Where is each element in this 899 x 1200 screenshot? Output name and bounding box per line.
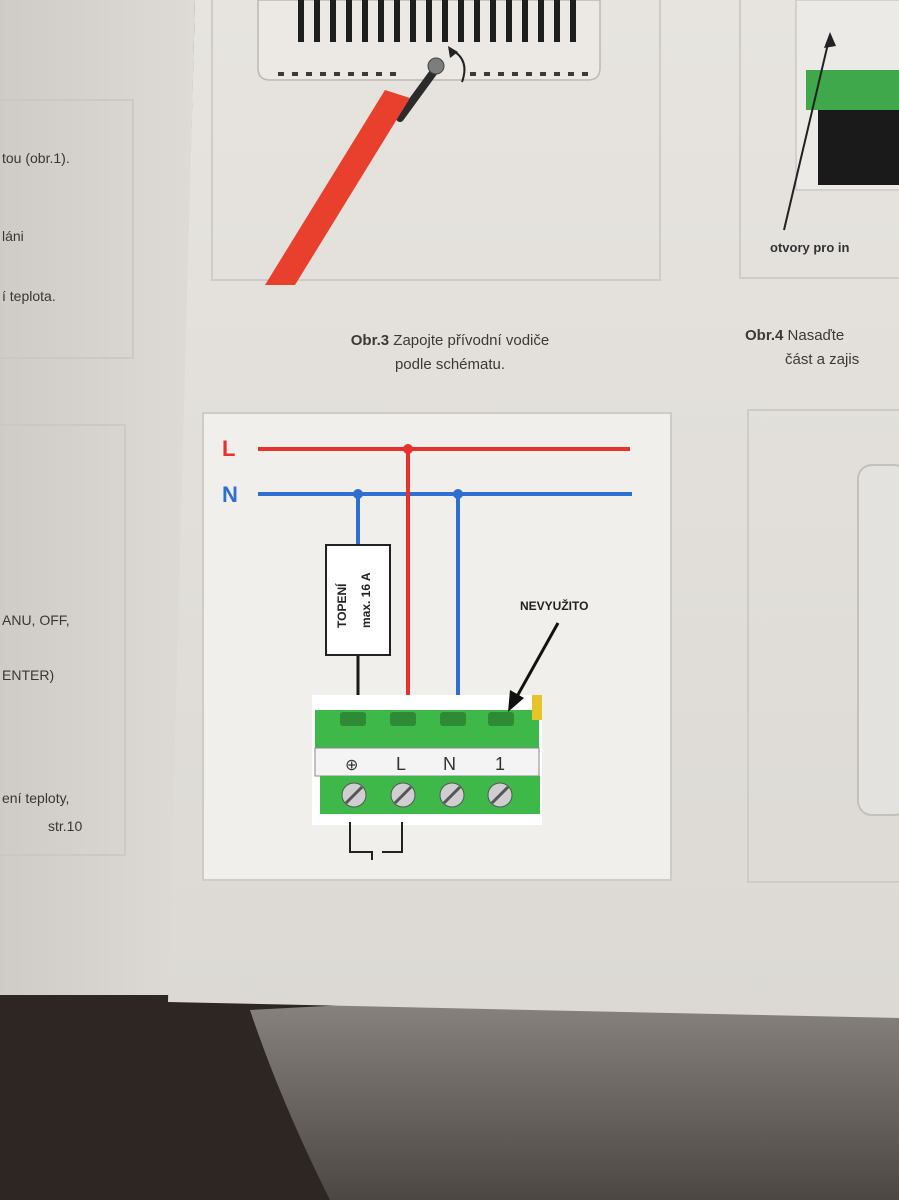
terminal-screws (341, 782, 513, 808)
terminal-label-strip (314, 747, 540, 777)
live-label: L (222, 436, 235, 461)
figure4-callout: otvory pro in (770, 240, 850, 255)
left-box-bottom (0, 424, 126, 856)
figure4-label: Obr.4 (745, 327, 784, 344)
unused-label: NEVYUŽITO (520, 598, 588, 613)
thermostat-side (857, 464, 899, 816)
neutral-label: N (222, 482, 238, 507)
device-pcb (818, 110, 899, 185)
figure-right-frame (739, 0, 899, 279)
callout-arrowhead (824, 32, 836, 48)
device-terminal-block (806, 70, 899, 110)
left-box-top (0, 99, 134, 359)
left-text-3: í teplota. (2, 288, 56, 304)
figure3-label: Obr.3 (350, 332, 390, 349)
left-text-2: láni (2, 228, 24, 244)
sensor-loop (349, 822, 403, 860)
terminal-label-n: N (443, 754, 456, 774)
wiring-diagram: L N TOPENÍ max. 16 A NEVYUŽITO ⊕ L N 1 (222, 436, 632, 860)
unused-arrowhead (508, 690, 524, 712)
figure3-caption-line1: Zapojte přívodní vodiče (393, 332, 550, 349)
left-text-7: str.10 (48, 818, 83, 834)
terminal-clamps (340, 712, 514, 726)
screw-head (427, 57, 445, 75)
figure3-caption-line2: podle schématu. (394, 356, 506, 373)
figure4-frame (747, 409, 899, 883)
figure3-caption: Obr.3 Zapojte přívodní vodiče podle sché… (260, 329, 640, 377)
terminal-label-l: L (396, 754, 406, 774)
left-text-6: ení teploty, (2, 790, 70, 806)
screwdriver-shaft (396, 62, 442, 122)
terminal-label-sensor: ⊕ (345, 757, 358, 774)
heater-label: TOPENÍ (334, 583, 349, 628)
figure4-caption-line2: část a zajis (785, 351, 860, 368)
bottom-dash-row (278, 72, 588, 76)
screwdriver-handle (265, 90, 410, 285)
figure4-caption-line1: Nasaďte (787, 327, 845, 344)
left-page (0, 0, 195, 995)
left-text-1: tou (obr.1). (2, 150, 70, 166)
terminal-label-1: 1 (495, 754, 505, 774)
vent-slots (298, 0, 576, 42)
left-text-4: ANU, OFF, (2, 612, 70, 628)
callout-arrow-line (783, 34, 831, 231)
heater-spec: max. 16 A (359, 572, 373, 628)
heater-box (325, 544, 391, 656)
terminal-yellow-edge (532, 695, 542, 720)
unused-arrow-line (513, 622, 560, 701)
cloth-area (250, 996, 899, 1200)
left-text-5: ENTER) (2, 667, 55, 683)
figure4-caption: Obr.4 Nasaďte část a zajis (745, 324, 899, 372)
rotate-arrowhead (448, 46, 458, 58)
figure2-frame (211, 0, 661, 281)
